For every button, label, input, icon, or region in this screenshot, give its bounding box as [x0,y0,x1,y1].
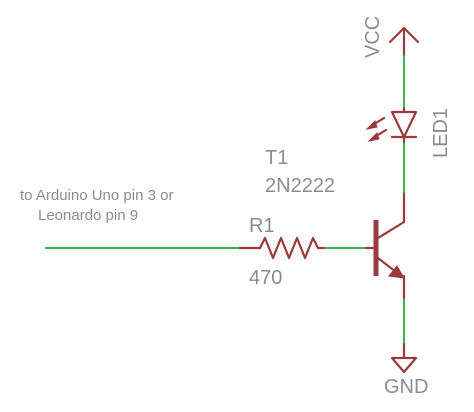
transistor-name-label: T1 [265,147,288,169]
led-led1 [365,106,418,144]
resistor-value-label: 470 [249,267,282,289]
net-label-line1: to Arduino Uno pin 3 or [20,187,173,204]
collector-lead [376,220,406,240]
wires [45,51,405,347]
led-emission-arrows [365,116,388,142]
gnd-label: GND [384,376,428,398]
transistor-t1 [364,192,406,300]
led-triangle [390,110,418,139]
gnd-symbol [390,342,418,374]
led-name-label: LED1 [430,108,452,158]
emitter-lead [376,256,398,274]
resistor-r1 [238,236,326,260]
emitter-arrow [388,265,405,279]
vcc-symbol [388,26,420,56]
vcc-label: VCC [362,16,384,58]
resistor-zigzag [258,236,320,260]
gnd-triangle [390,356,418,374]
resistor-name-label: R1 [249,215,275,237]
net-label-line2: Leonardo pin 9 [38,207,138,224]
transistor-value-label: 2N2222 [265,175,335,197]
